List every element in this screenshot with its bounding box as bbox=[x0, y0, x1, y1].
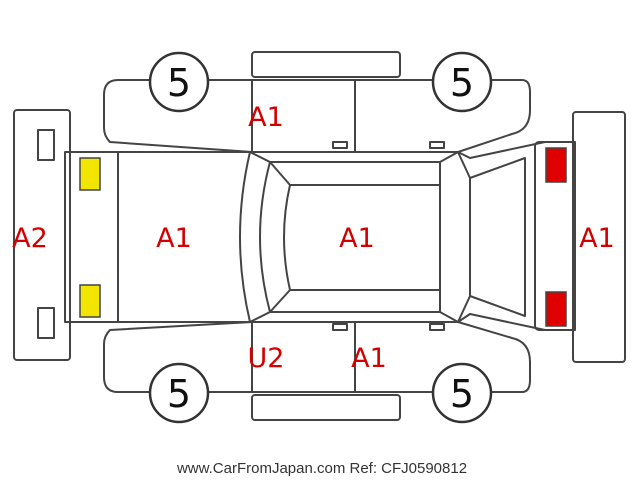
code-left-front-door: U2 bbox=[248, 343, 285, 374]
tire-front-right: 5 bbox=[148, 362, 210, 424]
front-bumper bbox=[13, 109, 71, 361]
rear-bumper bbox=[572, 111, 626, 363]
tire-rating-rear-right: 5 bbox=[450, 372, 474, 416]
code-rear-bumper: A1 bbox=[579, 223, 615, 254]
code-front-left-fender: A1 bbox=[248, 102, 284, 133]
code-roof: A1 bbox=[339, 223, 375, 254]
rear-lights bbox=[534, 141, 576, 331]
front-light-bottom bbox=[79, 284, 101, 318]
front-lights bbox=[79, 157, 101, 318]
rear-light-top bbox=[545, 147, 567, 183]
code-front-bumper: A2 bbox=[12, 223, 48, 254]
tire-rear-right: 5 bbox=[431, 362, 493, 424]
car-body-top-view bbox=[64, 141, 576, 331]
footer-reference: www.CarFromJapan.com Ref: CFJ0590812 bbox=[176, 460, 467, 477]
tire-front-left: 5 bbox=[148, 51, 210, 113]
code-hood: A1 bbox=[156, 223, 192, 254]
tire-rating-front-right: 5 bbox=[167, 372, 191, 416]
front-light-top bbox=[79, 157, 101, 191]
code-left-rear-door: A1 bbox=[351, 343, 387, 374]
rear-light-bottom bbox=[545, 291, 567, 327]
tire-rating-front-left: 5 bbox=[167, 61, 191, 105]
tire-rear-left: 5 bbox=[431, 51, 493, 113]
tire-rating-rear-left: 5 bbox=[450, 61, 474, 105]
